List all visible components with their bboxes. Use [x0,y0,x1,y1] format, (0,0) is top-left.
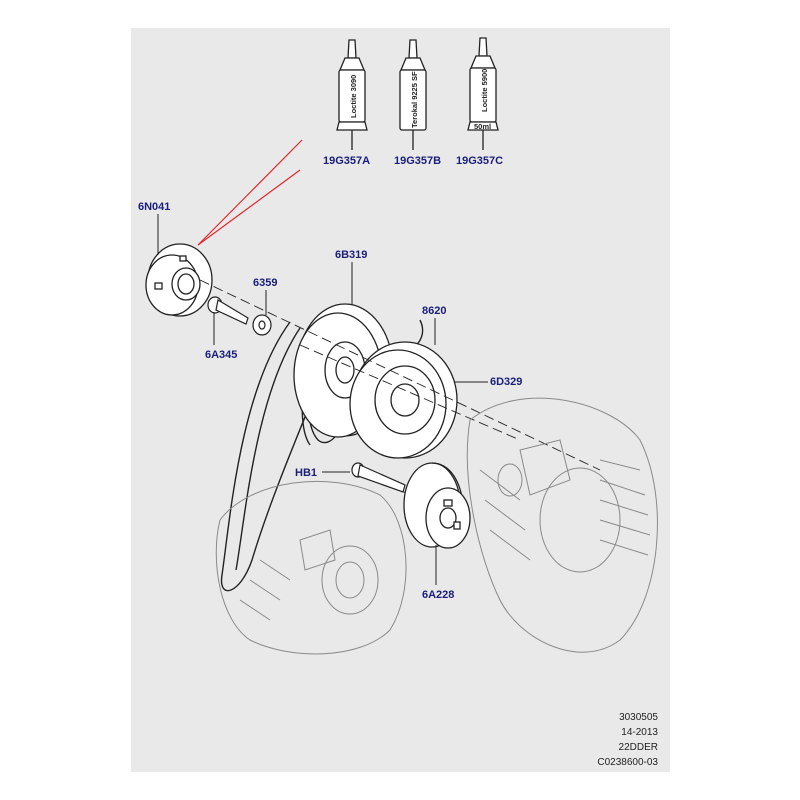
crankshaft-damper [145,243,213,317]
callout-HB1: HB1 [295,467,317,479]
callout-6D329: 6D329 [490,376,522,388]
washer [252,314,272,336]
callout-6B319: 6B319 [335,249,367,261]
callout-19G357B: 19G357B [394,155,441,167]
highlight-lines [197,139,303,246]
callout-19G357A: 19G357A [323,155,370,167]
ref-date: 14-2013 [621,727,658,738]
sealant-tube-b [399,39,427,150]
compressor-outline [215,480,407,655]
callout-6359: 6359 [253,277,277,289]
alternator-outline [466,397,658,653]
assembly-axes [199,279,601,511]
ref-engine: 22DDER [619,742,658,753]
ref-code: 3030505 [619,712,658,723]
belt-tensioner [403,462,471,549]
callout-6N041: 6N041 [138,201,170,213]
sealant-tube-a [336,39,368,150]
sealant-label-a: Loctite 3090 [349,75,358,118]
crankshaft-bolt [207,296,249,325]
sealant-label-b: Terokal 9225 SF [410,71,419,128]
ref-drawing: C0238600-03 [597,757,658,768]
sealant-volume-c: 50ml [474,122,491,131]
callout-19G357C: 19G357C [456,155,503,167]
sealant-tube-c [467,37,499,150]
callout-6A228: 6A228 [422,589,454,601]
stud-hb1 [351,462,406,493]
sealant-label-c: Loctite 5900 [480,69,489,112]
callout-6A345: 6A345 [205,349,237,361]
callout-8620: 8620 [422,305,446,317]
